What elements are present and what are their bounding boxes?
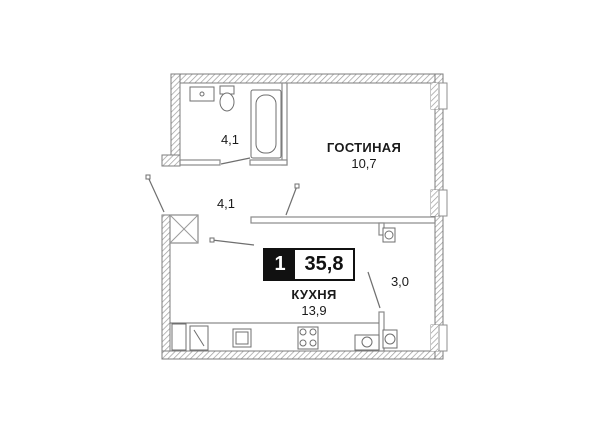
rooms-count: 1 xyxy=(265,250,295,279)
bathroom-area: 4,1 xyxy=(220,132,240,147)
apartment-summary-badge: 1 35,8 xyxy=(263,248,355,281)
kitchen-name: КУХНЯ xyxy=(291,287,337,302)
total-area: 35,8 xyxy=(304,253,344,275)
living-room-area: 10,7 xyxy=(351,156,377,171)
boiler-icon xyxy=(382,227,396,243)
kitchen-area: 13,9 xyxy=(301,303,327,318)
living-room-name: ГОСТИНАЯ xyxy=(326,140,402,155)
door-leaves xyxy=(145,174,300,243)
fridge-icon xyxy=(171,323,187,351)
hallway-area: 4,1 xyxy=(216,196,236,211)
kitchen-fixtures xyxy=(170,322,398,351)
balcony-area: 3,0 xyxy=(390,274,410,289)
doors xyxy=(147,157,381,309)
ventilation-shaft xyxy=(169,214,199,244)
window-hatch xyxy=(431,83,438,351)
bathroom-fixtures xyxy=(189,85,282,159)
